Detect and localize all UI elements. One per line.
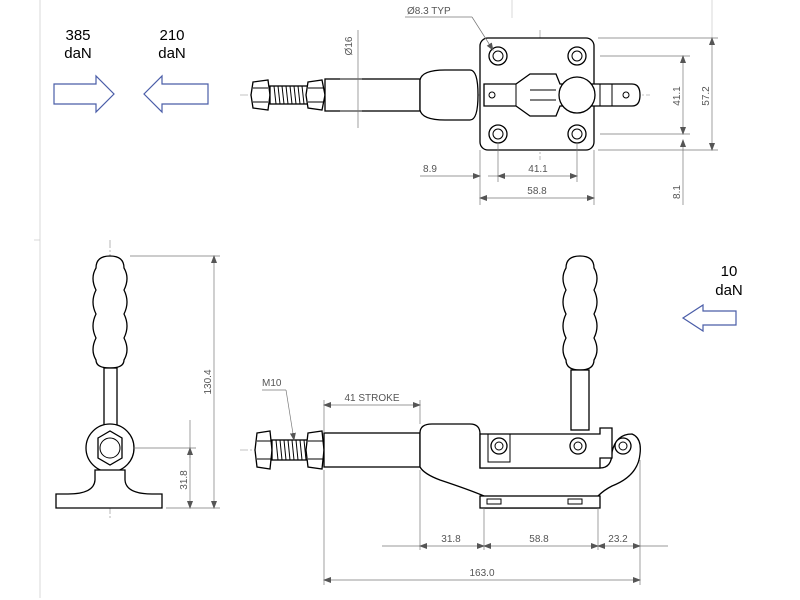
handle-knob: [558, 76, 596, 114]
dim-base-58-8: 58.8: [529, 534, 549, 545]
sheet-frame: [34, 0, 713, 598]
right-arrow-icon: [53, 74, 115, 114]
force-push-unit: daN: [158, 45, 186, 62]
left-arrow-icon: [143, 74, 209, 114]
dim-base-58-8: 58.8: [527, 186, 547, 197]
dim-hole-diameter: Ø8.3 TYP: [407, 6, 451, 17]
left-arrow-icon: [681, 303, 737, 333]
force-push-value: 210: [159, 27, 184, 44]
dim-width-41-1: 41.1: [672, 86, 683, 106]
dim-edge-8-1: 8.1: [672, 185, 683, 199]
handle-grip: [92, 255, 128, 369]
force-hold-value: 385: [65, 27, 90, 44]
dim-thread-m10: M10: [262, 378, 282, 389]
dim-spacing-41-1: 41.1: [528, 164, 548, 175]
dim-stroke: 41 STROKE: [344, 393, 399, 404]
force-handle-group: 10 daN: [681, 263, 743, 333]
dim-height-130-4: 130.4: [203, 369, 214, 394]
dim-base-23-2: 23.2: [608, 534, 628, 545]
force-handle-value: 10: [721, 263, 738, 280]
force-hold-unit: daN: [64, 45, 92, 62]
dim-height-31-8: 31.8: [179, 470, 190, 490]
dim-overall-163: 163.0: [469, 568, 494, 579]
force-handle-unit: daN: [715, 282, 743, 299]
handle-grip: [562, 255, 598, 371]
force-hold-group: 385 daN: [53, 27, 115, 114]
clamp-body: [419, 423, 641, 509]
dim-rod-diameter: Ø16: [344, 36, 355, 55]
top-view: Ø16 Ø8.3 TYP 41.1 57.2 8.1 8.9 41.1: [240, 6, 718, 205]
dim-base-31-8: 31.8: [441, 534, 461, 545]
force-push-group: 210 daN: [143, 27, 209, 114]
dim-width-57-2: 57.2: [701, 86, 712, 106]
dim-offset-8-9: 8.9: [423, 164, 437, 175]
end-view: 130.4 31.8: [55, 240, 220, 520]
side-view: M10 41 STROKE 31.8 58.8 23.2 163.0: [240, 255, 668, 585]
hex-nut: [250, 79, 271, 111]
